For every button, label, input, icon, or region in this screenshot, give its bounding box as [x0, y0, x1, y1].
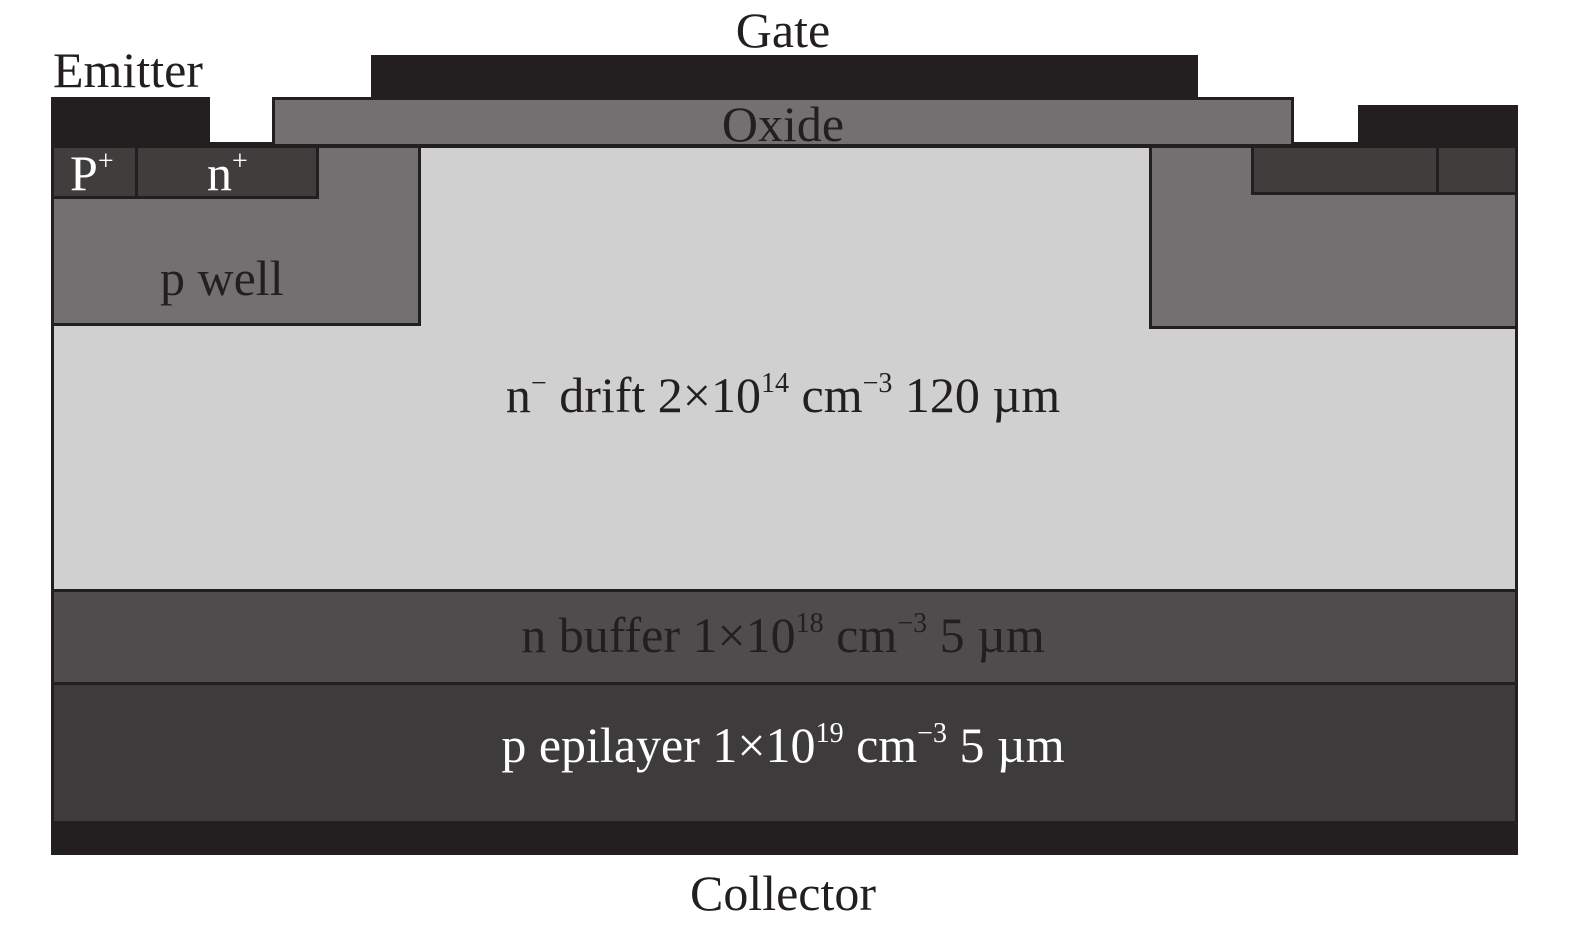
epilayer-b: p epilayer 1×10	[501, 717, 816, 773]
drift-b: drift 2×10	[546, 367, 761, 423]
right-p-plus	[1436, 143, 1518, 195]
oxide-label: Oxide	[721, 96, 845, 152]
p-plus-base: P	[70, 145, 98, 201]
p-well-label: p well	[160, 250, 284, 306]
epilayer-c-sup: −3	[917, 718, 947, 749]
drift-c-sup: −3	[862, 368, 893, 399]
buffer-c: cm	[823, 607, 898, 663]
gate-label: Gate	[735, 2, 831, 58]
p-plus-sup: +	[97, 146, 114, 177]
buffer-label: n buffer 1×1018 cm−3 5 µm	[521, 607, 1045, 663]
epilayer-b-sup: 19	[815, 718, 844, 749]
buffer-c-sup: −3	[897, 608, 928, 639]
n-plus-label: n+	[207, 145, 248, 201]
epilayer-d: 5 µm	[946, 717, 1065, 773]
p-plus-label: P+	[70, 145, 114, 201]
drift-b-sup: 14	[761, 368, 789, 399]
drift-d: 120 µm	[892, 367, 1061, 423]
buffer-b-sup: 18	[795, 608, 824, 639]
drift-a: n	[505, 367, 531, 423]
n-plus-base: n	[207, 145, 232, 201]
right-n-plus	[1251, 143, 1440, 195]
collector-label: Collector	[689, 865, 877, 921]
drift-c: cm	[789, 367, 863, 423]
drift-label: n− drift 2×1014 cm−3 120 µm	[505, 367, 1061, 423]
emitter-label: Emitter	[53, 42, 203, 98]
epilayer-c: cm	[843, 717, 918, 773]
gate-metal	[371, 55, 1198, 99]
n-plus-sup: +	[232, 146, 248, 177]
epilayer-label: p epilayer 1×1019 cm−3 5 µm	[501, 717, 1065, 773]
left-emitter-metal	[51, 97, 210, 147]
buffer-d: 5 µm	[927, 607, 1045, 663]
buffer-b: n buffer 1×10	[521, 607, 796, 663]
buffer-region	[51, 589, 1518, 685]
gate-oxide	[272, 97, 1294, 147]
drift-a-sup: −	[530, 368, 547, 399]
collector-metal	[51, 821, 1518, 855]
right-emitter-metal	[1358, 105, 1518, 147]
